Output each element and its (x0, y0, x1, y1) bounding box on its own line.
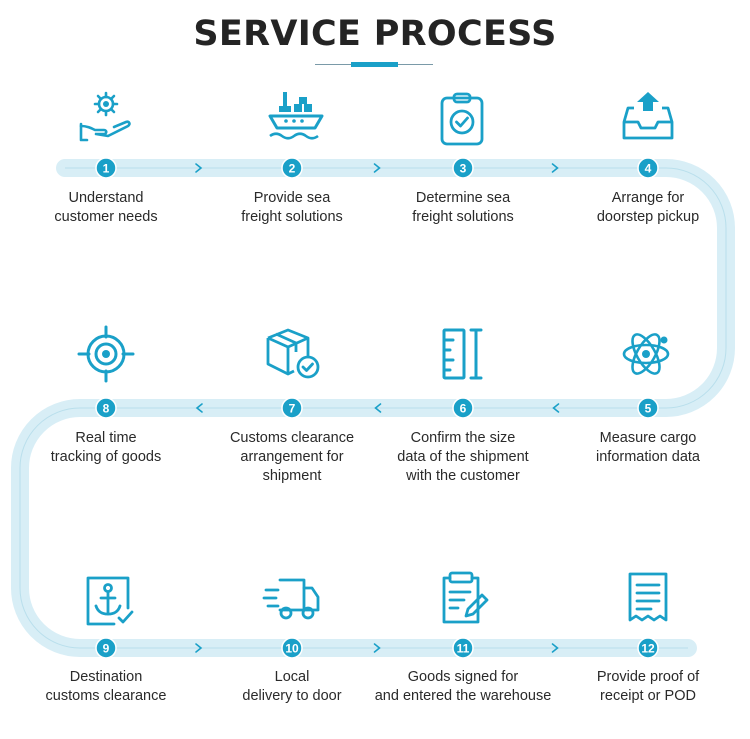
flow-track-border (19, 167, 727, 649)
step-7-label: Customs clearance arrangement for shipme… (229, 430, 355, 484)
step-number: 11 (457, 642, 470, 656)
step-11-label: Goods signed for and entered the warehou… (374, 669, 552, 704)
step-9-label: Destination customs clearance (45, 669, 167, 704)
step-number: 7 (289, 402, 296, 416)
flow-arrow (374, 403, 382, 413)
atom-icon (622, 333, 670, 375)
flow-arrow (373, 163, 381, 173)
step-10-marker: 10 (281, 637, 303, 659)
delivery-truck-icon (262, 578, 320, 620)
inbox-upload-icon (622, 92, 674, 140)
step-number: 12 (641, 642, 655, 656)
step-6-label: Confirm the size data of the shipment wi… (397, 430, 529, 484)
ruler-icon (442, 328, 483, 380)
page-title: SERVICE PROCESS (193, 14, 557, 54)
step-12-label: Provide proof of receipt or POD (596, 669, 700, 704)
clipboard-sign-icon (442, 571, 489, 624)
target-icon (77, 325, 135, 383)
step-number: 8 (103, 402, 110, 416)
box-check-icon (266, 328, 320, 379)
step-number: 3 (460, 162, 467, 176)
gear-hand-icon (79, 91, 131, 142)
clipboard-check-icon (440, 92, 484, 146)
flow-arrow (551, 163, 559, 173)
step-1-label: Understand customer needs (54, 190, 158, 225)
step-number: 4 (645, 162, 652, 176)
flow-arrow (195, 643, 203, 653)
step-9-marker: 9 (95, 637, 117, 659)
step-number: 6 (460, 402, 467, 416)
step-3-label: Determine sea freight solutions (412, 190, 514, 225)
step-number: 5 (645, 402, 652, 416)
step-number: 9 (103, 642, 110, 656)
step-5-label: Measure cargo information data (596, 430, 700, 465)
step-12-marker: 12 (637, 637, 659, 659)
flow-arrow (195, 163, 203, 173)
step-4-marker: 4 (637, 157, 659, 179)
receipt-icon (628, 572, 668, 622)
flow-arrow (195, 403, 203, 413)
step-number: 1 (103, 162, 110, 176)
step-2-marker: 2 (281, 157, 303, 179)
step-11-marker: 11 (452, 637, 474, 659)
step-8-label: Real time tracking of goods (50, 430, 162, 465)
step-8-marker: 8 (95, 397, 117, 419)
flow-arrow (552, 403, 560, 413)
step-2-label: Provide sea freight solutions (241, 190, 343, 225)
step-1-marker: 1 (95, 157, 117, 179)
step-4-label: Arrange for doorstep pickup (596, 190, 700, 225)
step-5-marker: 5 (637, 397, 659, 419)
step-10-label: Local delivery to door (242, 669, 342, 704)
step-6-marker: 6 (452, 397, 474, 419)
anchor-document-icon (86, 576, 134, 626)
flow-arrow (551, 643, 559, 653)
flow-arrow (373, 643, 381, 653)
cargo-ship-icon (268, 92, 324, 140)
step-number: 2 (289, 162, 296, 176)
step-7-marker: 7 (281, 397, 303, 419)
title-underline-accent (351, 62, 398, 67)
step-3-marker: 3 (452, 157, 474, 179)
step-number: 10 (285, 642, 299, 656)
